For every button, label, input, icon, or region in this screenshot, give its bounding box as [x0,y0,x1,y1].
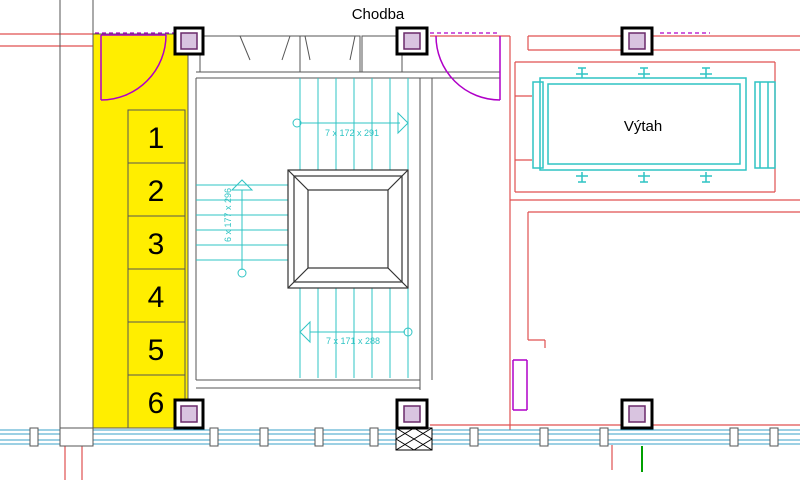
stairs [196,78,413,378]
parking-grid: 1 2 3 4 5 6 [127,109,186,429]
corridor-label: Chodba [352,6,405,23]
column-6 [620,398,654,430]
column-2 [395,26,429,56]
window-frames [29,427,779,447]
elevator-label: Výtah [624,118,662,135]
door-left [100,34,167,101]
parking-number-4: 4 [148,281,165,314]
elevator-shaft [532,67,776,183]
stair-dimension-left: 6 x 177 x 296 [223,188,233,242]
column-4 [173,398,205,430]
door-right [435,35,501,101]
parking-number-2: 2 [148,175,165,208]
highlight-strip [92,33,189,429]
column-3 [620,26,654,56]
parking-number-5: 5 [148,334,165,367]
stair-core [287,169,409,289]
parking-number-3: 3 [148,228,165,261]
parking-number-6: 6 [148,387,165,420]
column-1 [173,26,205,56]
stair-dimension-top: 7 x 172 x 291 [325,128,379,138]
parking-number-1: 1 [148,122,165,155]
columns [173,26,654,430]
column-5 [395,398,429,430]
side-door [512,359,528,411]
hatched-base [395,427,433,451]
stair-dimension-bottom: 7 x 171 x 288 [326,336,380,346]
